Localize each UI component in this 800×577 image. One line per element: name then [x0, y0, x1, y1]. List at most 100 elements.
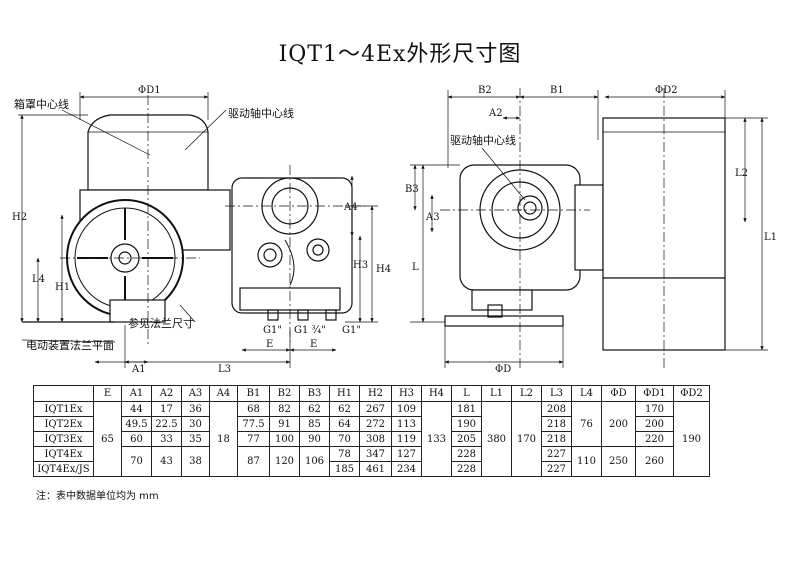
table-cell: 228	[451, 446, 482, 462]
table-cell: 205	[451, 431, 482, 447]
table-cell: 185	[329, 461, 360, 477]
table-cell: 33	[151, 431, 182, 447]
table-cell: 218	[541, 431, 572, 447]
table-cell: B1	[237, 385, 270, 402]
table-cell: 70	[329, 431, 360, 447]
dim-b3: B3	[405, 184, 419, 195]
table-cell: 87	[237, 446, 270, 477]
table-cell: 120	[269, 446, 300, 477]
table-cell: 220	[635, 431, 674, 447]
table-cell: 60	[121, 431, 152, 447]
label-drive-center-right: 驱动轴中心线	[450, 133, 516, 147]
table-cell: 200	[601, 401, 636, 447]
table-cell: 91	[269, 416, 300, 432]
table-cell: 200	[635, 416, 674, 432]
table-cell: 78	[329, 446, 360, 462]
table-cell: A1	[121, 385, 152, 402]
table-cell: 35	[181, 431, 210, 447]
label-g1-c: G1"	[342, 325, 361, 336]
side-view	[444, 117, 726, 351]
table-cell: A2	[151, 385, 182, 402]
dim-h1: H1	[55, 282, 70, 293]
table-cell: B2	[269, 385, 300, 402]
dim-b1: B1	[550, 85, 564, 96]
table-cell: 43	[151, 446, 182, 477]
table-cell: L2	[511, 385, 542, 402]
dim-h2: H2	[12, 212, 27, 223]
cable-entry	[257, 242, 283, 268]
table-cell: L	[451, 385, 482, 402]
label-flange-plane: 电动装置法兰平面	[26, 338, 114, 352]
table-cell: 62	[329, 401, 360, 417]
table-cell: 30	[181, 416, 210, 432]
table-cell: 308	[359, 431, 392, 447]
table-cell	[33, 385, 94, 402]
side-flange	[444, 315, 564, 327]
table-cell: 65	[93, 401, 122, 477]
table-cell: IQT1Ex	[33, 401, 94, 417]
table-cell: 77	[237, 431, 270, 447]
table-cell: 77.5	[237, 416, 270, 432]
dim-a3: A3	[425, 212, 440, 223]
table-cell: 127	[391, 446, 422, 462]
page-title: IQT1～4Ex外形尺寸图	[278, 42, 522, 67]
table-cell: 250	[601, 446, 636, 477]
dim-h4: H4	[376, 264, 391, 275]
table-cell: 272	[359, 416, 392, 432]
table-cell: 218	[541, 416, 572, 432]
dim-l4: L4	[32, 274, 45, 285]
table-cell: L4	[571, 385, 602, 402]
table-cell: H2	[359, 385, 392, 402]
table-cell: 64	[329, 416, 360, 432]
table-cell: 62	[299, 401, 330, 417]
table-cell: H1	[329, 385, 360, 402]
flange-base	[109, 299, 166, 323]
table-cell: 267	[359, 401, 392, 417]
table-cell: IQT4Ex/JS	[33, 461, 94, 477]
table-cell: 17	[151, 401, 182, 417]
table-cell: 208	[541, 401, 572, 417]
table-cell: 18	[209, 401, 238, 477]
table-cell: 227	[541, 461, 572, 477]
dim-d2: ΦD2	[655, 85, 678, 96]
table-cell: 70	[121, 446, 152, 477]
table-cell: 380	[481, 401, 512, 477]
table-cell: A4	[209, 385, 238, 402]
table-cell: 76	[571, 401, 602, 447]
table-cell: 190	[673, 401, 710, 477]
dim-l2: L2	[735, 168, 748, 179]
table-cell: 228	[451, 461, 482, 477]
table-cell: L1	[481, 385, 512, 402]
table-cell: 170	[635, 401, 674, 417]
table-cell: 106	[299, 446, 330, 477]
table-cell: 234	[391, 461, 422, 477]
table-cell: 82	[269, 401, 300, 417]
label-flange-ref: 参见法兰尺寸	[128, 316, 194, 330]
table-cell: A3	[181, 385, 210, 402]
table-cell: 347	[359, 446, 392, 462]
table-cell: IQT2Ex	[33, 416, 94, 432]
table-cell: 68	[237, 401, 270, 417]
label-cover-center: 箱罩中心线	[14, 97, 69, 111]
label-g1-a: G1"	[263, 325, 282, 336]
drive-shaft	[517, 195, 543, 221]
dimension-drawing: 箱罩中心线 驱动轴中心线 参见法兰尺寸 电动装置法兰平面 驱动轴中心线 G1" …	[12, 85, 777, 375]
table-cell: 22.5	[151, 416, 182, 432]
table-cell: 190	[451, 416, 482, 432]
dim-e-2: E	[310, 339, 317, 350]
dim-b2: B2	[478, 85, 492, 96]
table-cell: 36	[181, 401, 210, 417]
table-cell: E	[93, 385, 122, 402]
table-cell: 113	[391, 416, 422, 432]
table-cell: IQT3Ex	[33, 431, 94, 447]
dim-e-1: E	[266, 339, 273, 350]
table-cell: ΦD1	[635, 385, 674, 402]
dim-l1: L1	[764, 232, 777, 243]
label-g1-b: G1 ¾"	[294, 325, 326, 336]
table-cell: 133	[421, 401, 452, 477]
